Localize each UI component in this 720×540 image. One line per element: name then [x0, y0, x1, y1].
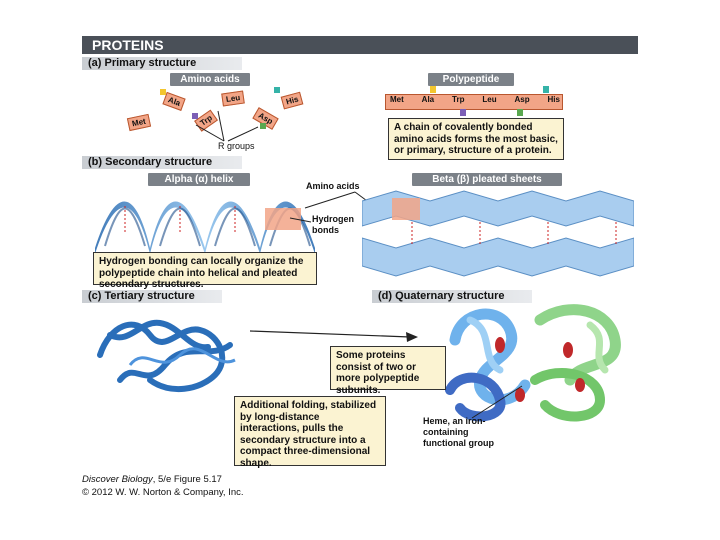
polypeptide-tag: Polypeptide [428, 73, 514, 86]
heme-label: Heme, an iron-containing functional grou… [423, 416, 494, 448]
chain-residue: Trp [452, 95, 465, 104]
section-b-label: (b) Secondary structure [82, 156, 242, 169]
tertiary-callout: Additional folding, stabilized by long-d… [234, 396, 386, 469]
r-group-pointers [160, 87, 280, 142]
chain-residue: Leu [482, 95, 497, 104]
heme-leader-line [471, 385, 523, 419]
book-title: Discover Biology [82, 474, 153, 485]
chain-residue: Asp [514, 95, 530, 104]
figure-title: PROTEINS [82, 36, 638, 54]
beta-sheet-tag: Beta (β) pleated sheets [412, 173, 562, 186]
chain-residue: Ala [421, 95, 435, 104]
quaternary-callout: Some proteins consist of two or more pol… [330, 346, 446, 396]
primary-callout: A chain of covalently bonded amino acids… [388, 118, 564, 160]
chain-labels: Met Ala Trp Leu Asp His [390, 95, 560, 104]
amino-acids-annotation: Amino acids [306, 181, 360, 191]
figure-credit-line-2: © 2012 W. W. Norton & Company, Inc. [82, 487, 244, 498]
chain-r-groups [430, 86, 549, 116]
section-a-label: (a) Primary structure [82, 57, 242, 70]
figure-number: , 5/e Figure 5.17 [152, 474, 222, 485]
section-d-label: (d) Quaternary structure [372, 290, 532, 303]
r-groups-label: R groups [218, 141, 255, 151]
beta-sheet-diagram [362, 190, 634, 277]
polypeptide-chain [385, 94, 563, 110]
tertiary-structure-ribbon [97, 319, 236, 393]
alpha-helix-tag: Alpha (α) helix [148, 173, 250, 186]
secondary-callout: Hydrogen bonding can locally organize th… [93, 252, 317, 290]
figure-credit-line-1: Discover Biology, 5/e Figure 5.17 [82, 474, 222, 486]
section-c-label: (c) Tertiary structure [82, 290, 222, 303]
chain-residue: Met [390, 95, 404, 104]
alpha-helix-diagram [95, 201, 315, 254]
hydrogen-bonds-annotation: Hydrogen bonds [312, 214, 355, 235]
tertiary-to-quaternary-arrow [250, 330, 418, 342]
chain-residue: His [547, 95, 560, 104]
amino-acids-tag: Amino acids [170, 73, 250, 86]
